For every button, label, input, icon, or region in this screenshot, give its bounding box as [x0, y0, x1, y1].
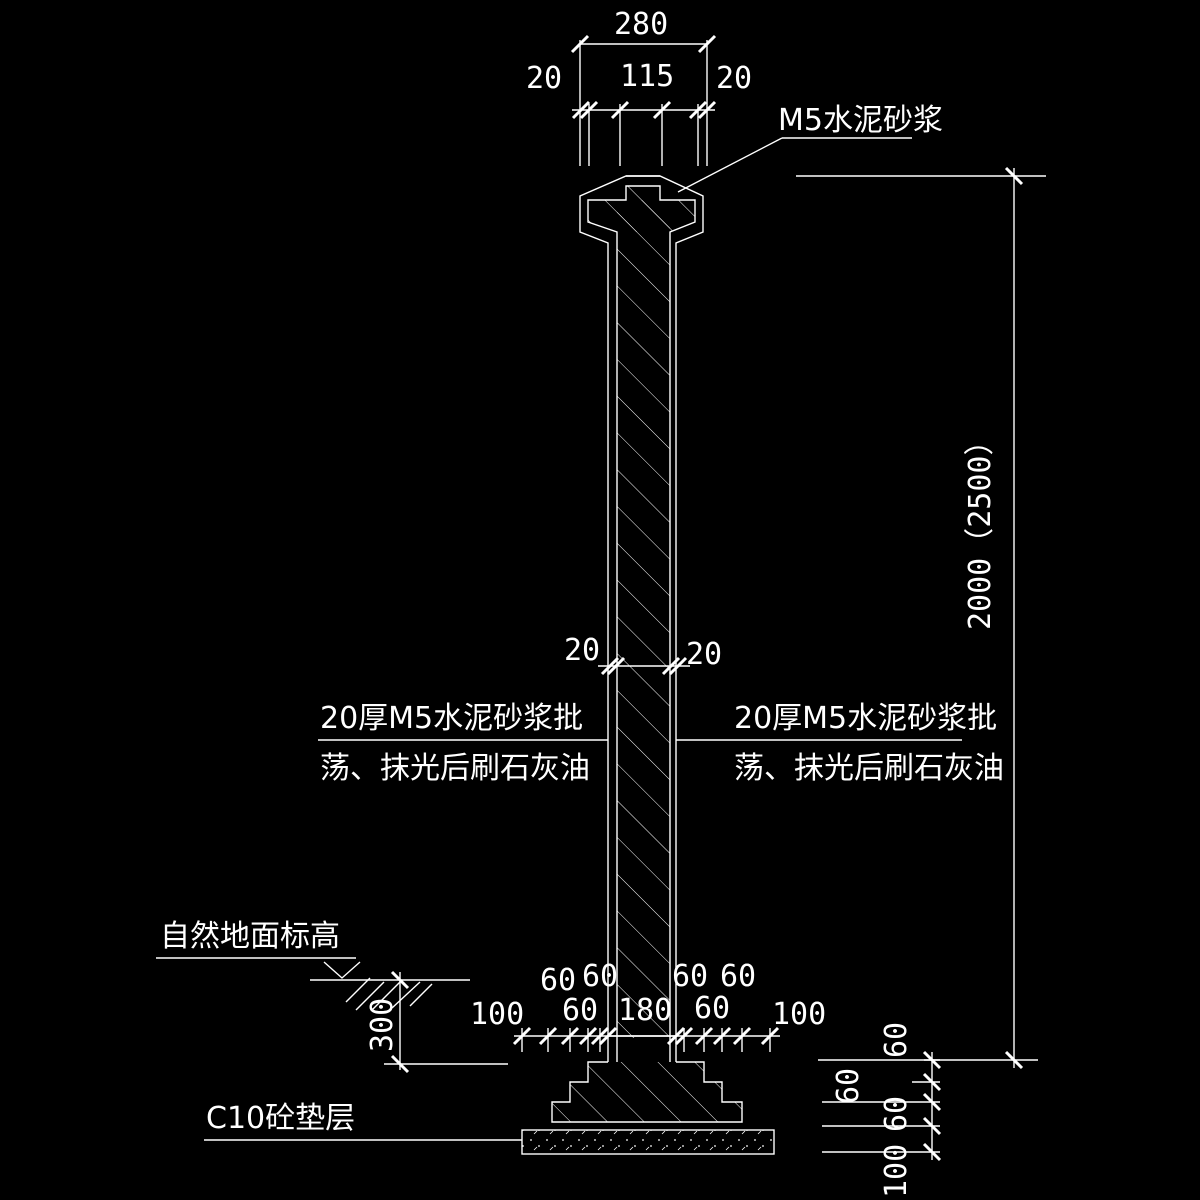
cap-material-label: M5水泥砂浆 — [778, 103, 943, 138]
dim-base-l-mid: 60 — [562, 993, 598, 1028]
dim-base-r2: 60 — [720, 959, 756, 994]
ground-level-marker: 自然地面标高 — [156, 919, 470, 1011]
left-finish-line1: 20厚M5水泥砂浆批 — [320, 701, 583, 736]
footing-hatch — [552, 1062, 742, 1122]
cap-hatch — [588, 186, 695, 232]
dim-base-l2: 60 — [582, 959, 618, 994]
dim-mid-left: 20 — [564, 633, 600, 668]
concrete-bed-label: C10砼垫层 — [206, 1101, 355, 1136]
dim-base-r-outer: 100 — [772, 997, 826, 1032]
wall-core-hatch — [617, 200, 670, 1038]
wall-body — [579, 175, 704, 1062]
dim-step-3: 60 — [879, 1096, 914, 1132]
ground-level-label: 自然地面标高 — [160, 919, 340, 954]
height-dimension: 2000（2500） — [796, 166, 1046, 1070]
right-finish-callout: 20厚M5水泥砂浆批 荡、抹光后刷石灰油 — [676, 701, 1004, 786]
dim-top-right: 20 — [716, 61, 752, 96]
dim-base-l1: 60 — [540, 963, 576, 998]
dim-base-r-mid: 60 — [694, 991, 730, 1026]
left-finish-callout: 20厚M5水泥砂浆批 荡、抹光后刷石灰油 — [318, 701, 608, 786]
dim-depth: 300 — [365, 998, 400, 1052]
dim-step-2: 60 — [831, 1068, 866, 1104]
left-finish-line2: 荡、抹光后刷石灰油 — [320, 751, 590, 786]
dim-base-r1: 60 — [672, 959, 708, 994]
step-dimensions: 60 60 60 100 — [818, 1022, 942, 1198]
mid-dimensions: 20 20 — [564, 633, 722, 676]
cap-material-callout: M5水泥砂浆 — [677, 103, 943, 193]
footing-outline — [551, 1061, 743, 1123]
base-dimensions: 60 60 60 60 100 60 180 60 100 — [470, 959, 826, 1052]
dim-step-1: 60 — [879, 1022, 914, 1058]
dim-base-l-outer: 100 — [470, 997, 524, 1032]
dim-top-left: 20 — [526, 61, 562, 96]
dim-mid-right: 20 — [686, 637, 722, 672]
depth-dimension: 300 — [365, 970, 508, 1074]
concrete-bed — [521, 1129, 775, 1155]
dim-base-center: 180 — [618, 993, 672, 1028]
concrete-bed-callout: C10砼垫层 — [204, 1101, 522, 1141]
top-dimensions: 280 20 115 20 — [526, 7, 752, 166]
footing — [521, 1035, 775, 1155]
right-finish-line2: 荡、抹光后刷石灰油 — [734, 751, 1004, 786]
dim-top-total: 280 — [614, 7, 668, 42]
right-finish-line1: 20厚M5水泥砂浆批 — [734, 701, 997, 736]
dim-height: 2000（2500） — [963, 426, 998, 631]
dim-pad: 100 — [879, 1144, 914, 1198]
dim-top-mid: 115 — [620, 59, 674, 94]
